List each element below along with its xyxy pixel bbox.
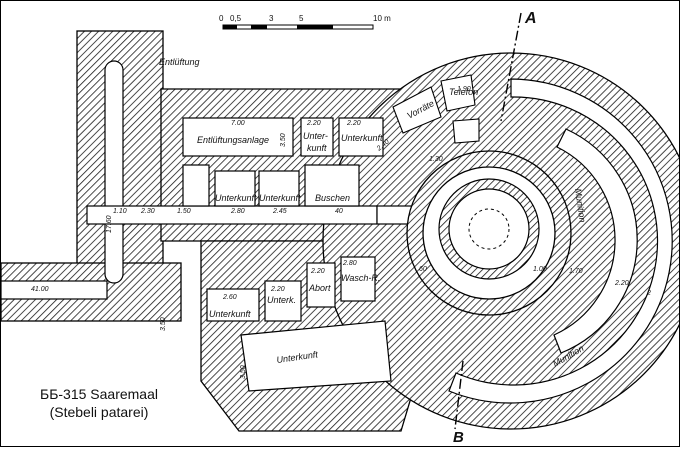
dim-4100: 41.00 — [31, 286, 49, 293]
dim-280: 2.80 — [230, 208, 245, 215]
label-unterkunft-corr-1: Unterkunft — [215, 193, 257, 203]
dim-220d: 2.20 — [310, 268, 325, 275]
label-abort: Abort — [308, 283, 331, 293]
dim-350c: 3.50 — [240, 365, 247, 379]
scale-tick-10: 10 m — [373, 14, 391, 23]
munition-ring-inner — [553, 128, 638, 354]
scale-tick-3: 3 — [269, 14, 274, 23]
room-labels: Entlüftung Entlüftungsanlage Unter- kunf… — [159, 57, 588, 369]
dim-150: 1.50 — [177, 208, 191, 215]
dim-700: 7.00 — [231, 120, 245, 127]
label-buschen: Buschen — [315, 193, 350, 203]
section-mark-a: A — [524, 10, 537, 27]
dim-110: 1.10 — [113, 208, 127, 215]
ring-upper-rooms — [392, 74, 480, 144]
dim-220e: 2.20 — [614, 280, 629, 287]
interior-spaces — [0, 60, 418, 392]
section-line — [454, 12, 522, 430]
dim-260: 2.60 — [222, 294, 237, 301]
label-unterkunft-corr-2: Unterkunft — [259, 193, 301, 203]
dim-280b: 2.80 — [342, 260, 357, 267]
dim-190: 1.90 — [457, 86, 471, 93]
label-wasch-r: Wasch-R. — [341, 273, 380, 283]
dim-230: 2.30 — [140, 208, 155, 215]
section-mark-b: B — [453, 429, 464, 446]
dim-350b: 3.50 — [160, 317, 167, 331]
caption-line-1: ББ-315 Saaremaal — [40, 386, 158, 402]
label-telefon: Telefon — [449, 87, 478, 97]
munition-ring-outer — [448, 78, 673, 404]
label-unterkunft-upper-2: kunft — [307, 143, 327, 153]
label-unterkunft-lower-left: Unterkunft — [209, 309, 251, 319]
label-entluftungsanlage: Entlüftungsanlage — [197, 135, 269, 145]
dim-350a: 3.50 — [280, 133, 287, 147]
dim-2: 2 — [646, 290, 651, 297]
dim-60: 60 — [419, 266, 427, 273]
label-munition-ring: Munition — [573, 188, 588, 223]
dim-100: 1.00 — [533, 266, 547, 273]
label-unterkunft-upper-1: Unter- — [303, 131, 328, 141]
scale-tick-0: 0 — [219, 14, 224, 23]
gun-pedestal — [448, 188, 530, 270]
label-unterkunft-upper-right: Unterkunft — [341, 133, 383, 143]
scale-bar: 0 0,5 3 5 10 m — [219, 14, 391, 30]
dim-245: 2.45 — [272, 208, 287, 215]
dim-220c: 2.20 — [270, 286, 285, 293]
dim-130: 1.30 — [429, 156, 443, 163]
dim-170: 1.70 — [569, 268, 583, 275]
caption: ББ-315 Saaremaal (Stebeli patarei) — [14, 385, 184, 421]
dim-1760: 17.60 — [106, 215, 113, 233]
label-entluftung: Entlüftung — [159, 57, 200, 67]
scale-tick-5: 5 — [299, 14, 304, 23]
dim-40: 40 — [335, 208, 343, 215]
dim-220b: 2.20 — [346, 120, 361, 127]
label-unterk-lower: Unterk. — [267, 295, 296, 305]
gun-center-dashed — [468, 208, 510, 250]
scale-tick-05: 0,5 — [230, 14, 242, 23]
dim-220a: 2.20 — [306, 120, 321, 127]
dimension-labels: 7.00 2.20 2.20 3.50 2.40 1.90 1.30 1.10 … — [31, 86, 651, 379]
caption-line-2: (Stebeli patarei) — [49, 404, 149, 420]
